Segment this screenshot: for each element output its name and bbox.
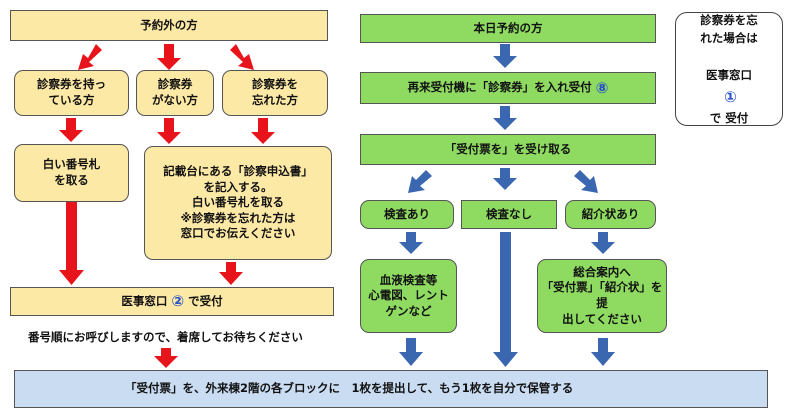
reserved-header-label: 本日予約の方 <box>473 20 543 35</box>
has-card-label: 診察券を持っ ている方 <box>37 77 106 107</box>
arrow-header-to-no-card <box>157 44 181 70</box>
exam-list-label: 血液検査等 心電図、レント ゲンなど <box>368 272 449 318</box>
arrow-machine-to-receive <box>493 106 517 130</box>
forgot-card-box: 診察券を 忘れた方 <box>222 70 328 116</box>
reception-machine-number: ⑧ <box>595 78 609 97</box>
wait-note: 番号順にお呼びしますので、着席してお待ちください <box>28 330 303 344</box>
forgot-card-note-counter: 医事窓口 <box>706 68 752 83</box>
exam-no-label: 検査なし <box>486 206 532 221</box>
arrow-header-to-machine <box>493 44 517 68</box>
arrow-exam-yes-to-list <box>399 232 423 254</box>
arrow-exam-no-to-bottom <box>493 232 518 367</box>
reserved-header: 本日予約の方 <box>360 14 656 43</box>
arrow-receive-to-exam-no <box>493 168 517 190</box>
red-arrows <box>59 44 275 368</box>
form-instructions-label: 記載台にある「診察申込書」 を記入する。 白い番号札を取る ※診察券を忘れた方は… <box>163 164 313 241</box>
arrow-no-card-to-form <box>157 118 181 144</box>
walk-in-header-label: 予約外の方 <box>140 17 198 32</box>
counter-2-suffix: で受付 <box>188 293 223 308</box>
arrow-form-to-counter <box>219 262 243 285</box>
counter-2-box: 医事窓口 ② で受付 <box>10 287 334 316</box>
forgot-card-note-number: ① <box>724 87 737 106</box>
referral-label: 紹介状あり <box>581 206 640 221</box>
arrow-header-to-forgot <box>230 44 254 70</box>
exam-list-box: 血液検査等 心電図、レント ゲンなど <box>360 259 457 333</box>
arrow-info-to-bottom <box>591 338 615 366</box>
blue-arrows <box>399 44 615 367</box>
receive-slip-box: 「受付票を」を受け取る <box>360 134 656 165</box>
reception-machine-box: 再来受付機に「診察券」を入れ受付 ⑧ <box>360 72 656 104</box>
arrow-ticket-to-counter <box>59 202 84 285</box>
form-instructions-box: 記載台にある「診察申込書」 を記入する。 白い番号札を取る ※診察券を忘れた方は… <box>144 146 332 260</box>
arrow-forgot-to-form <box>251 118 275 144</box>
receive-slip-label: 「受付票を」を受け取る <box>444 141 572 156</box>
forgot-card-note-suffix: で 受付 <box>709 110 749 125</box>
no-card-box: 診察券 がない方 <box>136 70 214 116</box>
referral-box: 紹介状あり <box>565 200 656 229</box>
forgot-card-note-counter-line: 医事窓口 ① <box>706 48 752 109</box>
reception-machine-label: 再来受付機に「診察券」を入れ受付 <box>407 80 592 95</box>
no-card-label: 診察券 がない方 <box>152 77 198 107</box>
exam-no-box: 検査なし <box>461 200 557 229</box>
has-card-box: 診察券を持っ ている方 <box>14 70 129 116</box>
walk-in-header: 予約外の方 <box>10 10 328 41</box>
exam-yes-box: 検査あり <box>360 200 454 229</box>
arrow-referral-to-info <box>591 232 615 254</box>
info-desk-box: 総合案内へ 「受付票」「紹介状」を提 出してください <box>537 259 667 333</box>
counter-2-label: 医事窓口 <box>121 293 168 308</box>
counter-2-number: ② <box>171 292 185 311</box>
forgot-card-note-text: 診察券を忘 れた場合は <box>700 13 758 46</box>
info-desk-label: 総合案内へ 「受付票」「紹介状」を提 出してください <box>541 264 663 326</box>
white-ticket-label: 白い番号札 を取る <box>42 157 101 187</box>
arrow-counter-to-bottom <box>154 348 178 368</box>
arrow-list-to-bottom <box>399 338 423 366</box>
submit-slip-bar: 「受付票」を、外来棟2階の各ブロックに 1枚を提出して、もう1枚を自分で保管する <box>14 370 768 408</box>
arrow-header-to-has-card <box>78 44 102 70</box>
forgot-card-label: 診察券を 忘れた方 <box>252 77 298 107</box>
forgot-card-note: 診察券を忘 れた場合は 医事窓口 ① で 受付 <box>675 12 783 126</box>
arrow-has-card-to-ticket <box>59 118 83 142</box>
submit-slip-label: 「受付票」を、外来棟2階の各ブロックに 1枚を提出して、もう1枚を自分で保管する <box>125 381 574 396</box>
arrow-receive-to-referral <box>574 170 598 193</box>
arrow-receive-to-exam-yes <box>408 170 432 193</box>
exam-yes-label: 検査あり <box>384 206 430 221</box>
white-ticket-box: 白い番号札 を取る <box>14 144 129 202</box>
